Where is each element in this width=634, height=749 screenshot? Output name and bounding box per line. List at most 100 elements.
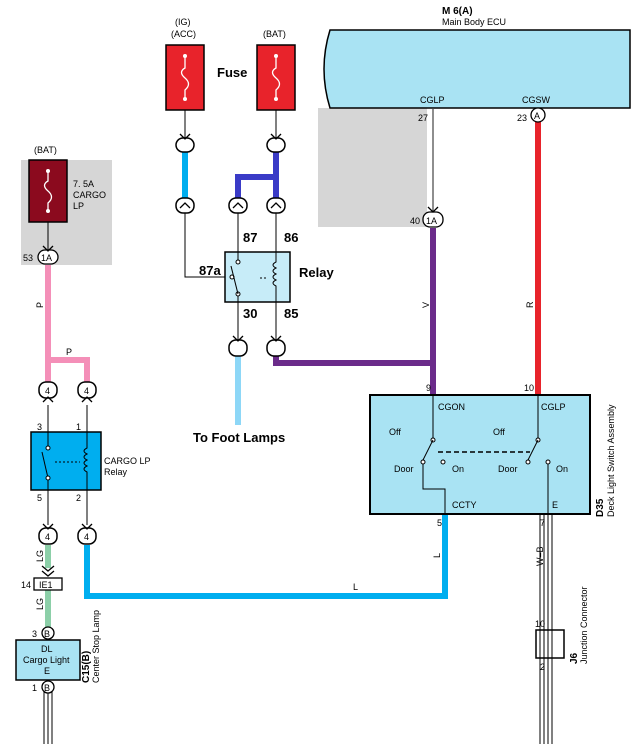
junction-pin-bot: 2 <box>540 662 545 672</box>
cargo-relay-conn-upper-left: 4 <box>45 386 50 396</box>
fuse-ig-label-2: (ACC) <box>171 29 196 39</box>
cargo-relay-pin5: 5 <box>37 493 42 503</box>
cargo-light-line2: Cargo Light <box>23 655 70 665</box>
switch-pin9: 9 <box>426 383 431 393</box>
cargo-light-line3: E <box>44 666 50 676</box>
relay-t87: 87 <box>243 230 257 245</box>
main-relay-box <box>224 251 291 303</box>
cargo-light-pin-top-num: 3 <box>32 629 37 639</box>
fuse-label: Fuse <box>217 65 247 80</box>
switch-cgon: CGON <box>438 402 465 412</box>
cargo-light-conn-bot: B <box>44 683 50 693</box>
fuse-ig-label-1: (IG) <box>175 17 191 27</box>
ecu-pin40-num: 40 <box>410 216 420 226</box>
wire-navy <box>235 152 279 198</box>
wire-label-lg-lower: LG <box>35 598 45 610</box>
ecu-code: M 6(A) <box>442 6 473 17</box>
ecu-pin-23: 23 <box>517 113 527 123</box>
ecu-pin-cgsw-label: CGSW <box>522 95 551 105</box>
connector-arrows <box>42 133 282 530</box>
ie1-connector <box>33 565 63 591</box>
ie1-label: IE1 <box>39 580 53 590</box>
cargo-relay-conn-bot-right: 4 <box>84 532 89 542</box>
cargo-relay-label-1: CARGO LP <box>104 456 151 466</box>
wire-label-p-vertical: P <box>35 302 45 308</box>
switch-pin10: 10 <box>524 383 534 393</box>
cargo-light-box <box>15 639 81 681</box>
to-foot-lamps: To Foot Lamps <box>193 430 285 445</box>
ecu-box <box>323 29 631 109</box>
fuse-cargo-line3: LP <box>73 201 84 211</box>
ecu-name: Main Body ECU <box>442 17 506 27</box>
cargo-relay-pin3: 3 <box>37 422 42 432</box>
relay-t87a: 87a <box>199 263 221 278</box>
ecu-shield-box <box>318 108 427 227</box>
ecu-pin23-conn-label: A <box>534 111 540 121</box>
cargo-light-code: C15(B) <box>81 651 92 683</box>
switch-off-left: Off <box>389 427 401 437</box>
wire-label-lg-upper: LG <box>35 550 45 562</box>
switch-pin7: 7 <box>540 518 545 528</box>
switch-ccty: CCTY <box>452 500 477 510</box>
wire-l-blue <box>84 514 448 599</box>
switch-pin5: 5 <box>437 518 442 528</box>
wire-label-p-top: P <box>66 347 72 357</box>
wire-label-wb: W–B <box>535 546 545 566</box>
ecu-pin23-conn <box>530 107 546 123</box>
ecu-pin-cglp-label: CGLP <box>420 95 445 105</box>
fuse-cargo-source: (BAT) <box>34 145 57 155</box>
fuse-cargo-rating: 7. 5A <box>73 179 94 189</box>
switch-cglp: CGLP <box>541 402 566 412</box>
switch-e: E <box>552 500 558 510</box>
cargo-relay-pin1: 1 <box>76 422 81 432</box>
ie1-pin: 14 <box>21 580 31 590</box>
cargo-light-line1: DL <box>41 644 53 654</box>
ecu-pin40-conn-label: 1A <box>426 216 437 226</box>
cargo-light-conn-top: B <box>44 629 50 639</box>
fuse-cargo-line2: CARGO <box>73 190 106 200</box>
junction-pin-top: 10 <box>535 619 545 629</box>
wire-p-pink-top <box>48 357 90 382</box>
relay-t86: 86 <box>284 230 298 245</box>
relay-t85: 85 <box>284 306 298 321</box>
cargo-light-pin-bot-num: 1 <box>32 683 37 693</box>
wire-label-l-right: L <box>432 553 442 558</box>
switch-name: Deck Light Switch Assembly <box>606 404 616 517</box>
switch-door-left: Door <box>394 464 414 474</box>
ecu-pin40-conn <box>422 206 444 228</box>
main-relay-internals <box>229 252 278 302</box>
cargo-relay-internals <box>41 432 89 490</box>
switch-internals <box>420 395 551 514</box>
fuse-ig-acc <box>165 44 205 111</box>
switch-on-right: On <box>556 464 568 474</box>
cargo-fuse-pin-conn: 1A <box>41 253 52 263</box>
junction-code: J6 <box>569 652 580 664</box>
cargo-light-name: Center Stop Lamp <box>91 610 101 683</box>
cargo-fuse-pin-num: 53 <box>23 253 33 263</box>
junction-leads <box>539 630 553 658</box>
cargo-relay-inner <box>33 434 99 488</box>
switch-door-right: Door <box>498 464 518 474</box>
wire-87a <box>184 213 230 278</box>
cargo-relay-conn-upper-right: 4 <box>84 386 89 396</box>
cargo-relay-conn-bot-left: 4 <box>45 532 50 542</box>
wire-v-purple <box>273 228 436 366</box>
cargo-relay-pin2: 2 <box>76 493 81 503</box>
fuse-cargo <box>28 159 68 223</box>
fuse-bat <box>256 44 296 111</box>
wire-label-r: R <box>525 301 535 308</box>
junction-name: Junction Connector <box>579 586 589 664</box>
junction-box <box>535 629 565 659</box>
ground-leads-cargo-light <box>43 692 53 744</box>
connectors <box>38 137 286 545</box>
relay-label: Relay <box>299 265 334 280</box>
cargo-light-pin-bot <box>41 680 55 694</box>
switch-off-right: Off <box>493 427 505 437</box>
fuse-bat-label: (BAT) <box>263 29 286 39</box>
cargo-fuse-pin <box>37 245 59 265</box>
wire-label-l-bottom: L <box>353 582 358 592</box>
ground-leads-junction <box>539 514 553 744</box>
switch-on-left: On <box>452 464 464 474</box>
